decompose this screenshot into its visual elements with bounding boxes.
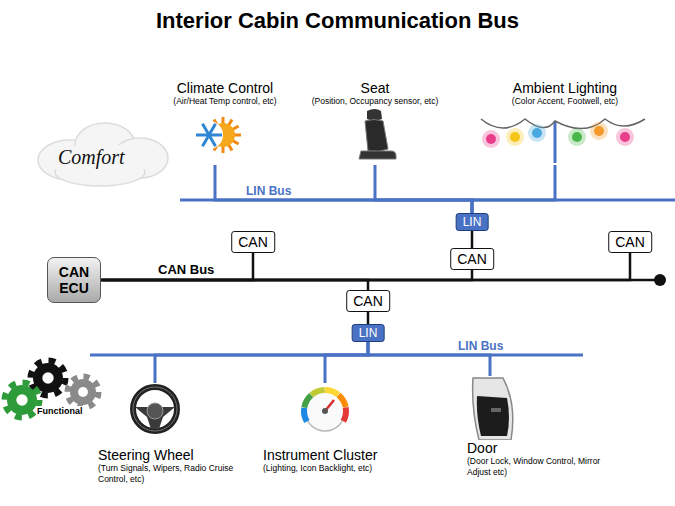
can-node-box: CAN [450, 248, 494, 270]
device-node: Steering Wheel(Turn Signals, Wipers, Rad… [98, 383, 268, 485]
bus-connector [367, 312, 370, 324]
device-name: Steering Wheel [98, 447, 194, 463]
device-node: Ambient Lighting(Color Accent, Footwell,… [475, 80, 655, 165]
device-name: Climate Control [177, 80, 273, 96]
can-node-box: CAN [608, 231, 652, 253]
device-node: Seat(Position, Occupancy sensor, etc) [295, 80, 455, 165]
device-name: Ambient Lighting [513, 80, 617, 96]
bus-connector [471, 231, 474, 248]
bus-connector [472, 165, 555, 213]
bus-label: LIN Bus [458, 339, 503, 353]
device-description: (Air/Heat Temp control, etc) [173, 96, 276, 107]
lights-icon [475, 107, 655, 165]
device-name: Instrument Cluster [263, 447, 377, 463]
box-label: CAN [353, 293, 383, 309]
can-node-box: CAN [346, 290, 390, 312]
device-node: Climate Control(Air/Heat Temp control, e… [145, 80, 305, 165]
door-icon [467, 376, 617, 440]
bus-label: LIN Bus [246, 184, 291, 198]
box-label: CAN [457, 251, 487, 267]
group-label: Functional [36, 406, 84, 416]
box-label: LIN [463, 215, 482, 229]
bus-connector [155, 342, 368, 383]
can-node-box: CAN [231, 231, 275, 253]
box-label: CAN [238, 234, 268, 250]
bus-connector [101, 253, 630, 280]
device-description: (Turn Signals, Wipers, Radio Cruise Cont… [98, 463, 238, 485]
bus-label: CAN Bus [158, 262, 214, 277]
device-name: Seat [361, 80, 390, 96]
bus-connector [101, 270, 472, 280]
bus-connector [101, 253, 253, 280]
device-description: (Door Lock, Window Control, Mirror Adjus… [467, 456, 602, 478]
wheel-icon [98, 383, 268, 447]
lin-transceiver-box: LIN [456, 213, 489, 231]
lin-transceiver-box: LIN [352, 324, 385, 342]
comfort-cloud [38, 123, 168, 186]
diagram-title: Interior Cabin Communication Bus [0, 8, 675, 34]
bus-terminator [654, 274, 666, 286]
device-name: Door [467, 440, 497, 456]
device-node: Instrument Cluster(Lighting, Icon Backli… [263, 383, 433, 474]
device-node: Door(Door Lock, Window Control, Mirror A… [467, 376, 617, 478]
climate-icon [145, 107, 305, 165]
bus-connector [101, 280, 368, 290]
functional-gears [5, 361, 99, 418]
bus-connector [215, 165, 472, 213]
gauge-icon [263, 383, 433, 447]
device-description: (Lighting, Icon Backlight, etc) [263, 463, 372, 474]
box-label: CAN ECU [54, 264, 94, 296]
group-label: Comfort [58, 146, 125, 169]
bus-connector [375, 165, 472, 213]
ecu-box: CAN ECU [47, 257, 101, 303]
device-description: (Position, Occupancy sensor, etc) [312, 96, 439, 107]
box-label: LIN [359, 326, 378, 340]
bus-connector [325, 342, 368, 383]
seat-icon [295, 107, 455, 165]
device-description: (Color Accent, Footwell, etc) [512, 96, 618, 107]
box-label: CAN [615, 234, 645, 250]
